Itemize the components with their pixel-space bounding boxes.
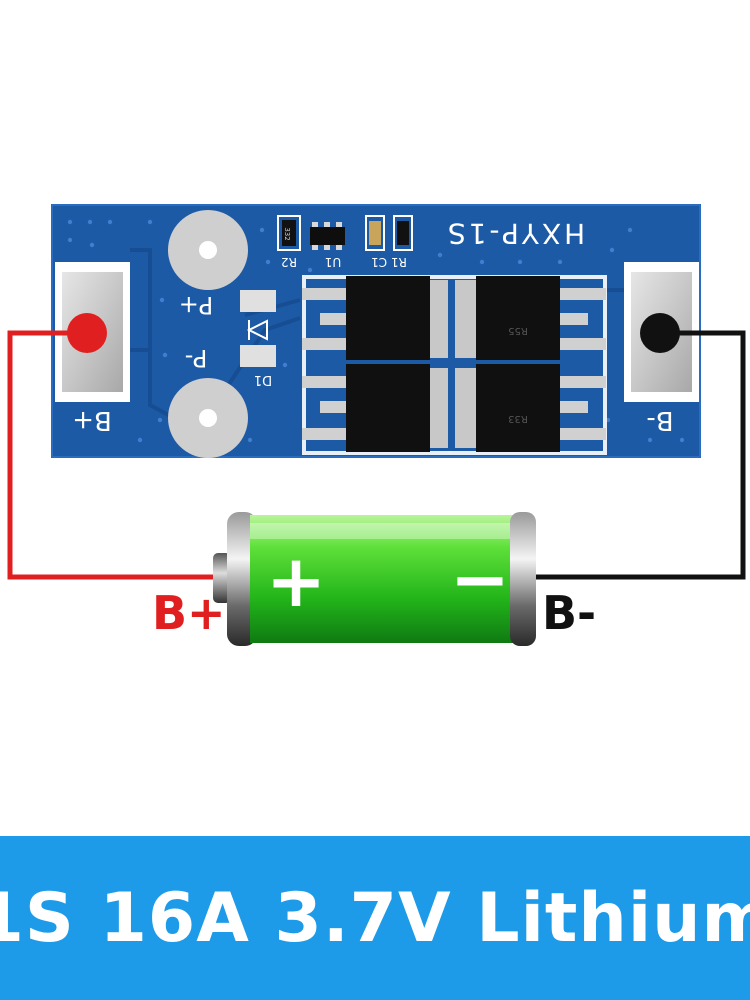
battery-cap-right <box>510 512 536 646</box>
wire-negative <box>530 330 746 580</box>
r1-resistor <box>397 221 409 245</box>
r1-c1-label: R1 C1 <box>371 255 407 269</box>
diode-pad-top <box>240 290 276 312</box>
diode-symbol <box>246 319 268 341</box>
spec-banner: 1S 16A 3.7V Lithium <box>0 836 750 1000</box>
pcb-board: B+ B- P+ P- D1 332 R2 U1 R <box>51 204 701 458</box>
mosfet-2 <box>346 364 430 452</box>
mid-pminus-label: P- <box>185 344 208 372</box>
c1-outline <box>365 215 385 251</box>
mid-pplus-label: P+ <box>179 291 214 319</box>
diode-pad-bottom <box>240 345 276 367</box>
pad-pplus-hole <box>199 241 217 259</box>
r2-outline <box>277 215 301 251</box>
battery-highlight <box>250 523 518 539</box>
u1-label: U1 <box>325 255 341 269</box>
label-bplus: B+ <box>152 586 226 640</box>
battery-cap-left <box>227 512 257 646</box>
battery-plus-symbol: + <box>266 539 326 623</box>
mosfet-3 <box>476 276 560 360</box>
mosfet-4 <box>476 364 560 452</box>
label-bminus: B- <box>542 586 597 640</box>
spec-banner-text: 1S 16A 3.7V Lithium <box>0 878 750 958</box>
mosfet-array <box>302 275 607 455</box>
r2-resistor <box>282 220 296 246</box>
connection-dot-bplus <box>67 313 107 353</box>
mosfet-code-b: R33 <box>508 413 528 424</box>
c1-capacitor <box>369 221 381 245</box>
u1-chip <box>310 222 345 250</box>
battery-body <box>250 515 518 643</box>
battery-minus-symbol: − <box>450 537 510 621</box>
model-label: HXYP-1S <box>445 217 585 250</box>
r1-outline <box>393 215 413 251</box>
pad-bplus-label: B+ <box>72 405 112 435</box>
pad-pminus-hole <box>199 409 217 427</box>
mosfet-1 <box>346 276 430 360</box>
d1-label: D1 <box>254 372 272 387</box>
connection-dot-bminus <box>640 313 680 353</box>
battery: + − <box>213 512 536 646</box>
r2-code: 332 <box>283 227 291 240</box>
pad-bminus-label: B- <box>646 405 673 435</box>
battery-terminal <box>213 553 231 603</box>
wire-positive <box>7 330 220 580</box>
r2-label: R2 <box>281 255 297 269</box>
mosfet-code-a: R55 <box>508 325 528 336</box>
